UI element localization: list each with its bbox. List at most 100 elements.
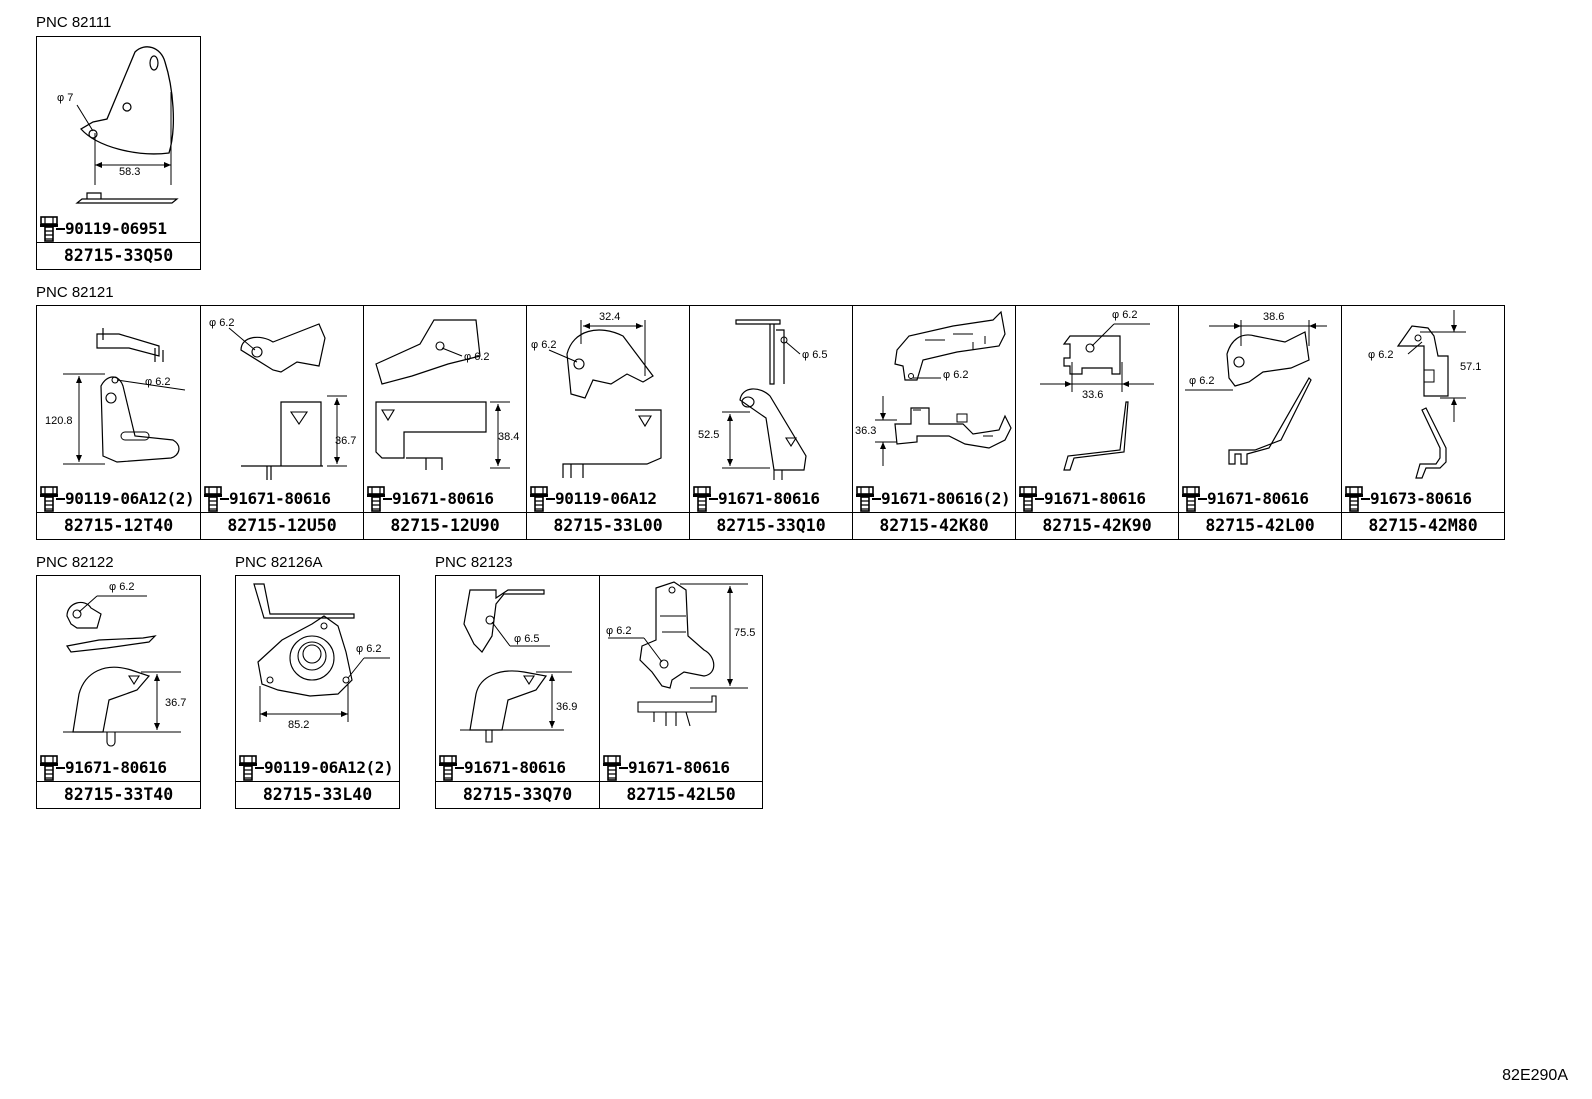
part-number[interactable]: 82715-33Q10 — [690, 512, 852, 539]
bolt-part-number[interactable]: 91671-80616 — [56, 758, 167, 777]
bolt-row: 91671-80616 — [600, 755, 762, 781]
diameter-label: φ 6.2 — [606, 625, 631, 637]
bolt-icon — [204, 486, 222, 512]
bolt-icon — [40, 216, 58, 242]
bolt-icon — [530, 486, 548, 512]
part-cell-82715-12U90[interactable]: φ 6.2 38.4 91671-80616 82715-12U90 — [363, 306, 526, 539]
bolt-row: 90119-06A12(2) — [37, 486, 200, 512]
bolt-part-number[interactable]: 91673-80616 — [1361, 489, 1472, 508]
part-cell-82715-42L50[interactable]: φ 6.2 75.5 91671-80616 82715-42L50 — [599, 576, 762, 808]
part-cell-82715-42K80[interactable]: φ 6.2 36.3 91671-80616(2) 82715-42K80 — [852, 306, 1015, 539]
bolt-icon — [856, 486, 874, 512]
part-cell-82715-12U50[interactable]: φ 6.2 36.7 91671-80616 82715-12U50 — [200, 306, 363, 539]
diameter-label: φ 6.2 — [209, 317, 234, 329]
diameter-label: φ 7 — [57, 92, 73, 104]
bolt-part-number[interactable]: 91671-80616 — [383, 489, 494, 508]
bolt-row: 91671-80616 — [37, 755, 200, 781]
part-number[interactable]: 82715-12T40 — [37, 512, 200, 539]
bolt-part-number[interactable]: 91671-80616 — [709, 489, 820, 508]
bracket-drawing: φ 6.2 36.7 — [209, 317, 356, 480]
bolt-icon — [1345, 486, 1363, 512]
dimension-label: 32.4 — [599, 311, 620, 323]
bolt-part-number[interactable]: 91671-80616(2) — [871, 489, 1011, 508]
bolt-row: 91671-80616 — [1179, 486, 1341, 512]
pnc-label: PNC 82122 — [36, 554, 114, 571]
parts-grid: φ 6.2 85.2 90119-06A12(2) 82715-33L40 — [235, 575, 400, 809]
part-cell-82715-12T40[interactable]: φ 6.2 120.8 90119-06A12(2) 82715-12T40 — [37, 306, 200, 539]
bracket-drawing: φ 6.2 38.4 — [375, 319, 519, 470]
part-cell-82715-42L00[interactable]: φ 6.2 38.6 91671-80616 82715-42L00 — [1178, 306, 1341, 539]
part-number[interactable]: 82715-42K90 — [1016, 512, 1178, 539]
part-number[interactable]: 82715-12U90 — [364, 512, 526, 539]
bolt-row: 91671-80616 — [436, 755, 599, 781]
part-number[interactable]: 82715-42M80 — [1342, 512, 1504, 539]
part-number[interactable]: 82715-42L50 — [600, 781, 762, 808]
diameter-label: φ 6.2 — [356, 643, 381, 655]
bolt-part-number[interactable]: 90119-06A12(2) — [254, 758, 394, 777]
bolt-row: 91671-80616 — [690, 486, 852, 512]
bolt-part-number[interactable]: 91671-80616 — [455, 758, 566, 777]
pnc-label: PNC 82123 — [435, 554, 513, 571]
dimension-label: 36.7 — [335, 435, 356, 447]
part-cell-82715-33Q50[interactable]: φ 7 58.3 90119-06951 82715-33Q50 — [37, 37, 200, 269]
dimension-label: 36.7 — [165, 697, 186, 709]
bolt-icon — [239, 755, 257, 781]
bolt-part-number[interactable]: 90119-06A12(2) — [55, 489, 195, 508]
bolt-icon — [603, 755, 621, 781]
part-cell-82715-33L40[interactable]: φ 6.2 85.2 90119-06A12(2) 82715-33L40 — [236, 576, 399, 808]
part-number[interactable]: 82715-42K80 — [853, 512, 1015, 539]
part-cell-82715-33T40[interactable]: φ 6.2 36.7 91671-80616 82715-33T40 — [37, 576, 200, 808]
bolt-part-number[interactable]: 91671-80616 — [1198, 489, 1309, 508]
part-cell-82715-42K90[interactable]: φ 6.2 33.6 91671-80616 82715-42K90 — [1015, 306, 1178, 539]
bolt-icon — [40, 755, 58, 781]
part-cell-82715-33Q70[interactable]: φ 6.5 36.9 91671-80616 82715-33Q70 — [436, 576, 599, 808]
bolt-row: 91671-80616 — [1016, 486, 1178, 512]
pnc-label: PNC 82111 — [36, 14, 112, 31]
bracket-drawing: φ 6.2 36.3 — [855, 310, 1012, 466]
bracket-drawing: φ 6.2 120.8 — [45, 328, 186, 465]
bracket-drawing: φ 6.2 85.2 — [253, 583, 390, 731]
part-number[interactable]: 82715-33T40 — [37, 781, 200, 808]
bracket-drawing: φ 6.2 75.5 — [606, 581, 755, 727]
dimension-label: 38.6 — [1263, 311, 1284, 323]
bolt-part-number[interactable]: 91671-80616 — [1035, 489, 1146, 508]
part-number[interactable]: 82715-33L00 — [527, 512, 689, 539]
bolt-icon — [1182, 486, 1200, 512]
part-cell-82715-33Q10[interactable]: φ 6.5 52.5 91671-80616 82715-33Q10 — [689, 306, 852, 539]
parts-grid: φ 7 58.3 90119-06951 82715-33Q50 — [36, 36, 201, 270]
bolt-icon — [693, 486, 711, 512]
figure-code: 82E290A — [1502, 1067, 1568, 1084]
bolt-row: 91673-80616 — [1342, 486, 1504, 512]
bolt-icon — [367, 486, 385, 512]
part-cell-82715-42M80[interactable]: φ 6.2 57.1 91673-80616 82715-42M80 — [1341, 306, 1504, 539]
bracket-drawing: φ 6.2 36.7 — [63, 581, 186, 747]
bracket-drawing: φ 6.2 32.4 — [531, 311, 662, 478]
diameter-label: φ 6.2 — [464, 351, 489, 363]
part-number[interactable]: 82715-12U50 — [201, 512, 363, 539]
parts-grid: φ 6.5 36.9 91671-80616 82715-33Q70 — [435, 575, 763, 809]
diameter-label: φ 6.2 — [943, 369, 968, 381]
diameter-label: φ 6.2 — [531, 339, 556, 351]
diameter-label: φ 6.2 — [1112, 309, 1137, 321]
bracket-drawing: φ 6.5 36.9 — [460, 589, 577, 743]
bracket-drawing: φ 7 58.3 — [57, 46, 179, 204]
bolt-part-number[interactable]: 91671-80616 — [619, 758, 730, 777]
bolt-row: 90119-06A12(2) — [236, 755, 399, 781]
part-number[interactable]: 82715-33L40 — [236, 781, 399, 808]
part-number[interactable]: 82715-42L00 — [1179, 512, 1341, 539]
bolt-row: 90119-06A12 — [527, 486, 689, 512]
diameter-label: φ 6.2 — [1368, 349, 1393, 361]
bolt-part-number[interactable]: 90119-06951 — [56, 219, 167, 238]
bolt-part-number[interactable]: 90119-06A12 — [546, 489, 657, 508]
part-cell-82715-33L00[interactable]: φ 6.2 32.4 90119-06A12 82715-33L00 — [526, 306, 689, 539]
pnc-label: PNC 82126A — [235, 554, 323, 571]
dimension-label: 75.5 — [734, 627, 755, 639]
bolt-row: 91671-80616 — [364, 486, 526, 512]
dimension-label: 36.3 — [855, 425, 876, 437]
bracket-drawing: φ 6.2 38.6 — [1185, 311, 1327, 465]
bolt-part-number[interactable]: 91671-80616 — [220, 489, 331, 508]
parts-grid: φ 6.2 36.7 91671-80616 82715-33T40 — [36, 575, 201, 809]
part-number[interactable]: 82715-33Q50 — [37, 242, 200, 269]
dimension-label: 36.9 — [556, 701, 577, 713]
part-number[interactable]: 82715-33Q70 — [436, 781, 599, 808]
